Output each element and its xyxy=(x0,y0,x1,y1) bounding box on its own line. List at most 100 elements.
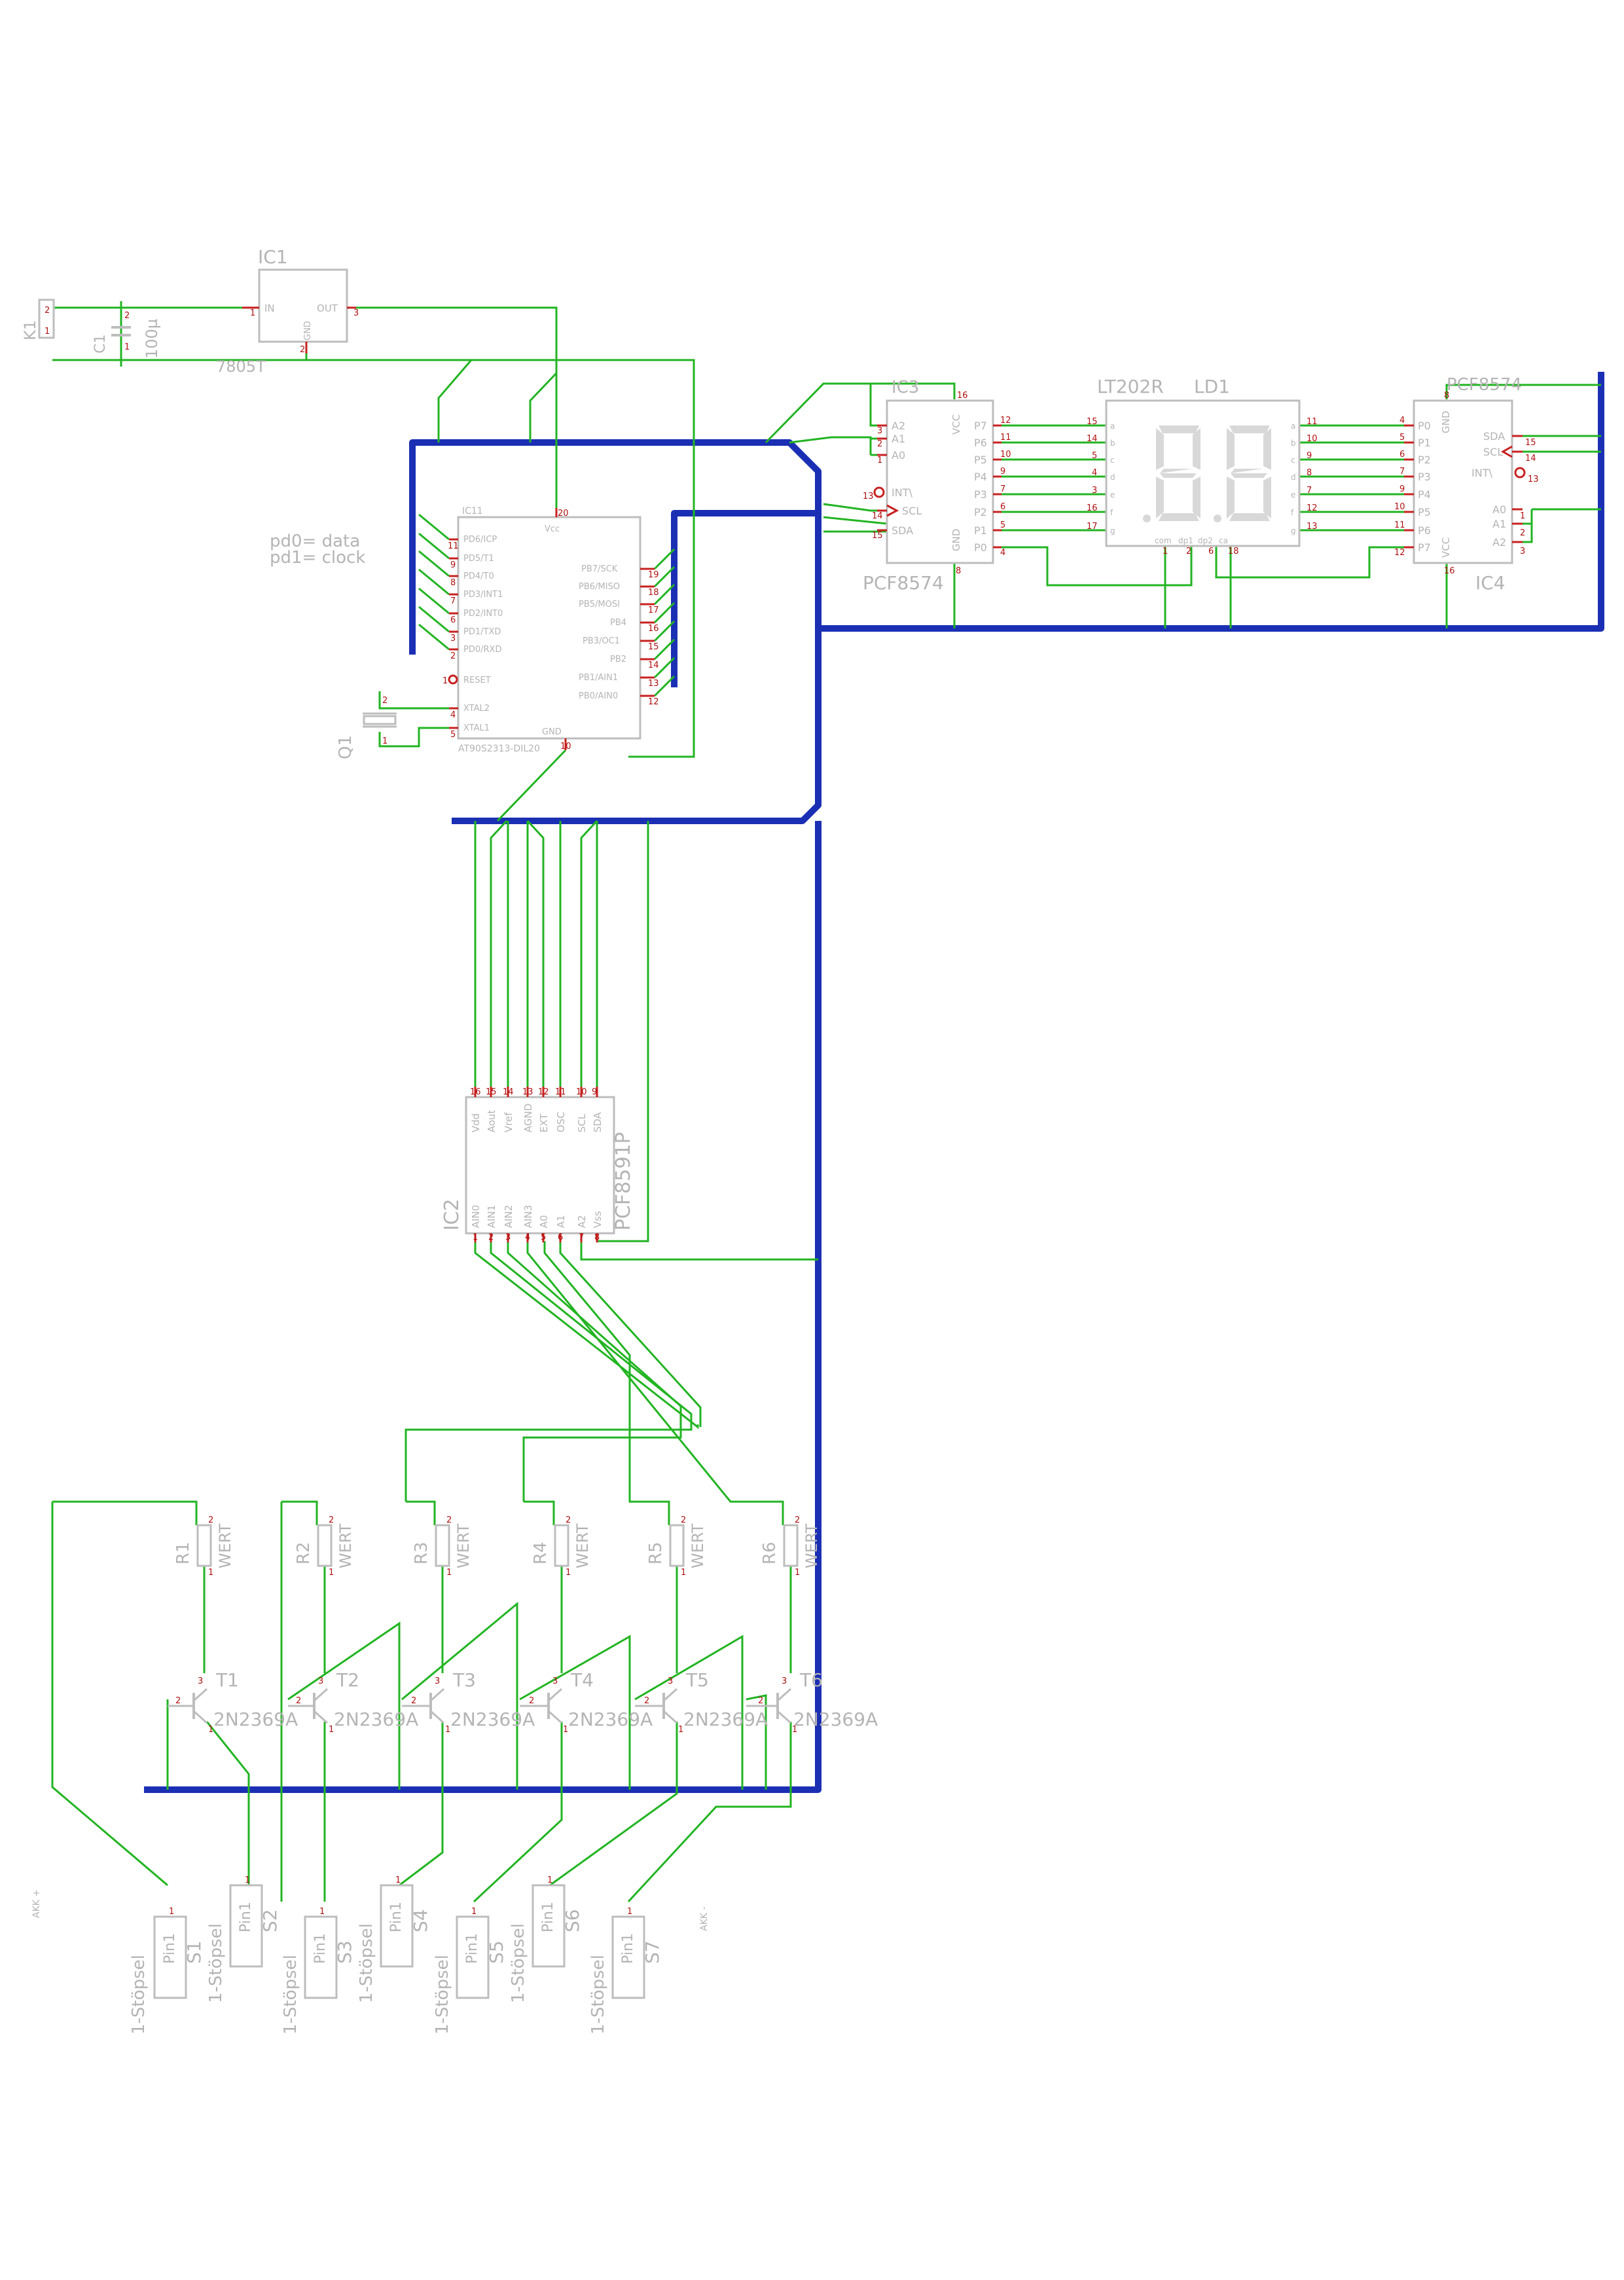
annotation-pd1: pd1= clock xyxy=(270,548,365,568)
ic11-reset-bubble xyxy=(448,674,458,685)
ic2-pin-number: 4 xyxy=(525,1233,530,1242)
socket-label: Pin1 xyxy=(388,1902,405,1932)
microcontroller-ic11-body xyxy=(457,516,641,740)
transistor-pin-base: 2 xyxy=(175,1696,181,1706)
ld1-pin-number: 14 xyxy=(1087,434,1098,444)
ic4-pin-label: P3 xyxy=(1418,471,1431,483)
seven-segment-digit-right xyxy=(1214,425,1271,522)
ld1-segment-label: f xyxy=(1110,508,1113,517)
ic11-pin-xtal2: 4 xyxy=(450,710,456,720)
ic1-pin-out: 3 xyxy=(353,308,359,318)
ld1-pin-number: 10 xyxy=(1307,434,1318,444)
ic11-pin-xtal1: 5 xyxy=(450,730,456,740)
transistor-name: T5 xyxy=(685,1669,709,1691)
socket-name: S1 xyxy=(183,1940,205,1964)
ld1-segment-label: b xyxy=(1291,439,1296,448)
ic4-pin-number: 14 xyxy=(1525,454,1536,463)
transistor-t5: T5 2N2369A 3 2 1 xyxy=(635,1669,768,1735)
socket-kind: 1-Stöpsel xyxy=(357,1923,376,2003)
ic1-in-label: IN xyxy=(264,302,275,314)
socket-kind: 1-Stöpsel xyxy=(433,1955,452,2035)
resistor-r3: R3 WERT 2 1 xyxy=(412,1515,473,1578)
resistor-pin-bottom: 1 xyxy=(681,1568,686,1578)
ic4-pin-label: P1 xyxy=(1418,437,1431,449)
ic3-pin-number: 5 xyxy=(1000,520,1005,530)
ic11-pin-number: 7 xyxy=(450,596,456,606)
transistor-t3: T3 2N2369A 3 2 1 xyxy=(402,1669,535,1735)
ld1-bottom-label: dp2 xyxy=(1198,536,1213,545)
ic3-pin-number: 7 xyxy=(1000,484,1005,494)
ic3-pin-label: SCL xyxy=(902,505,922,517)
ic11-pin-label: PD1/TXD xyxy=(463,627,501,637)
ic11-pin-vcc: 20 xyxy=(558,509,569,518)
ic3-pin-label: P1 xyxy=(974,524,987,537)
socket-s3: Pin1 S3 1-Stöpsel 1 xyxy=(281,1907,355,2035)
socket-pin: 1 xyxy=(627,1907,632,1917)
ld1-segment-label: b xyxy=(1110,439,1115,448)
transistor-part: 2N2369A xyxy=(213,1709,298,1730)
io-expander-ic3: IC3 PCF8574 VCC GND 16 8 A23 A12 A01 INT… xyxy=(863,378,1011,594)
socket-label: Pin1 xyxy=(620,1933,636,1964)
ic11-pin-label: PB7/SCK xyxy=(581,564,618,574)
ic11-pin-number: 17 xyxy=(648,606,659,615)
ic4-pin-number: 13 xyxy=(1528,475,1539,484)
ld1-segment-label: d xyxy=(1291,473,1296,482)
ic4-pin-number: 3 xyxy=(1520,547,1525,556)
ld1-pin-number: 18 xyxy=(1228,547,1239,556)
ic11-pin-number: 14 xyxy=(648,660,659,670)
ic4-pin-label: P4 xyxy=(1418,488,1431,501)
ld1-segment-label: g xyxy=(1110,526,1115,535)
ic3-pin-number: 4 xyxy=(1000,548,1005,558)
ic3-pin-label: A2 xyxy=(892,420,905,432)
ic11-pin-label: PB4 xyxy=(610,618,626,628)
ic2-pin-number: 11 xyxy=(555,1087,566,1097)
io-expander-ic3-body xyxy=(886,399,994,564)
ic3-gnd-label: GND xyxy=(950,529,962,551)
socket-pin: 1 xyxy=(245,1875,250,1885)
annotation-akk-minus: AKK - xyxy=(699,1907,710,1931)
resistor-name: R1 xyxy=(173,1542,193,1565)
ic2-part: PCF8591P xyxy=(612,1132,635,1231)
socket-kind: 1-Stöpsel xyxy=(281,1955,300,2035)
ic11-pin-label: PB1/AIN1 xyxy=(579,673,618,683)
ic2-pin-number: 14 xyxy=(503,1087,514,1097)
ic2-pin-number: 15 xyxy=(486,1087,497,1097)
socket-pin: 1 xyxy=(547,1875,552,1885)
socket-pin: 1 xyxy=(319,1907,325,1917)
ic4-gnd-label: GND xyxy=(1440,411,1452,433)
ic4-pin-number: 7 xyxy=(1399,467,1405,477)
transistor-pin-collector: 3 xyxy=(198,1676,203,1686)
ld1-pin-number: 17 xyxy=(1087,522,1098,532)
ic3-pin-label: P0 xyxy=(974,541,987,554)
ic11-vcc-label: Vcc xyxy=(545,524,560,534)
transistor-t4: T4 2N2369A 3 2 1 xyxy=(520,1669,653,1735)
ic11-pin-gnd: 10 xyxy=(560,742,571,751)
ic2-pin-label: A2 xyxy=(576,1215,588,1228)
crystal-q1: Q1 2 1 xyxy=(336,696,397,759)
transistor-part: 2N2369A xyxy=(568,1709,653,1730)
transistor-part: 2N2369A xyxy=(334,1709,418,1730)
resistor-r6: R6 WERT 2 1 xyxy=(760,1515,821,1578)
ic11-pin-number: 3 xyxy=(450,634,456,643)
ld1-bottom-label: com xyxy=(1155,536,1172,545)
ld1-pin-number: 7 xyxy=(1307,486,1312,496)
resistor-pin-top: 2 xyxy=(681,1515,686,1525)
ld1-segment-label: c xyxy=(1110,456,1115,465)
ic2-pin-number: 3 xyxy=(505,1233,511,1242)
ic2-pin-label: Vref xyxy=(503,1112,514,1132)
ic11-pin-number: 12 xyxy=(648,697,659,707)
regulator-ic1-body xyxy=(258,268,348,343)
resistor-pin-bottom: 1 xyxy=(566,1568,571,1578)
ld1-pin-number: 2 xyxy=(1186,547,1191,556)
transistor-part: 2N2369A xyxy=(793,1709,878,1730)
ic3-pin-number: 15 xyxy=(872,531,883,541)
ic1-out-label: OUT xyxy=(317,302,338,314)
ic3-pin-number: 2 xyxy=(877,439,882,449)
